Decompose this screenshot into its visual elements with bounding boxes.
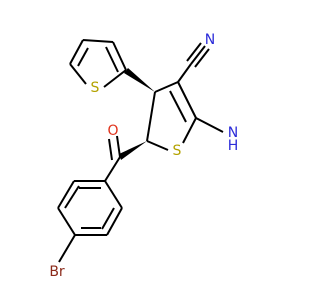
- bromophenyl-ring: [57, 180, 123, 263]
- bond-ar-2-inner: [101, 207, 115, 230]
- bond-thienyl-c4-c5-inner: [77, 47, 89, 67]
- bond-co-double-2: [108, 138, 113, 161]
- bond-cn-triple-1: [190, 45, 206, 65]
- bond-c2-s1: [182, 117, 197, 144]
- nitrile-group: [177, 42, 210, 83]
- molecule-structure: N O S S H N Br: [49, 32, 239, 280]
- bond-cn-triple-2: [194, 48, 210, 68]
- bond-cn-triple-3: [186, 42, 202, 62]
- amine-hydrogen-label: H: [228, 138, 239, 154]
- bond-c2-nh2: [195, 117, 224, 133]
- bond-thienyl-c3-c4: [82, 39, 114, 43]
- amine-nitrogen-label: N: [228, 125, 238, 141]
- bond-ar-5: [57, 180, 75, 209]
- ring-sulfur-label: S: [173, 143, 182, 159]
- wedge-bond-c4-thienyl: [124, 68, 155, 92]
- bond-c3-c2-double: [177, 81, 197, 119]
- bond-c-cn: [177, 63, 192, 83]
- bond-thienyl-s-c2: [103, 69, 127, 88]
- bond-thienyl-c2-c3-double: [112, 41, 127, 71]
- bond-thienyl-c2-c3-inner: [105, 46, 119, 73]
- bond-ar-2: [106, 207, 123, 236]
- bond-co-double-1: [116, 135, 121, 158]
- wedge-bond-c5-carbonyl: [119, 141, 147, 160]
- carbonyl-oxygen-label: O: [107, 123, 118, 139]
- bond-thienyl-c4-c5-double: [69, 39, 84, 65]
- bond-c3-c2-double-inner: [169, 90, 187, 123]
- carbonyl-group: [104, 135, 147, 182]
- bond-s1-c5: [146, 140, 169, 151]
- bond-carbonyl-aryl: [104, 156, 121, 182]
- thiophene-ring: [69, 39, 155, 92]
- molecule-diagram: N O S S H N Br: [49, 32, 239, 280]
- bond-ar-5-inner: [64, 185, 80, 209]
- nitrile-nitrogen-label: N: [205, 32, 215, 48]
- bond-c3-c4: [154, 81, 179, 93]
- dihydrothiophene-ring: [146, 81, 197, 151]
- thiophene-sulfur-label: S: [91, 80, 100, 96]
- bromine-label: Br: [49, 264, 65, 280]
- bond-thienyl-c5-s: [69, 63, 87, 85]
- bond-ar-1: [104, 180, 123, 209]
- bond-ar-4: [57, 207, 76, 236]
- bond-c5-c4: [146, 91, 156, 142]
- bond-ar-br: [58, 234, 76, 263]
